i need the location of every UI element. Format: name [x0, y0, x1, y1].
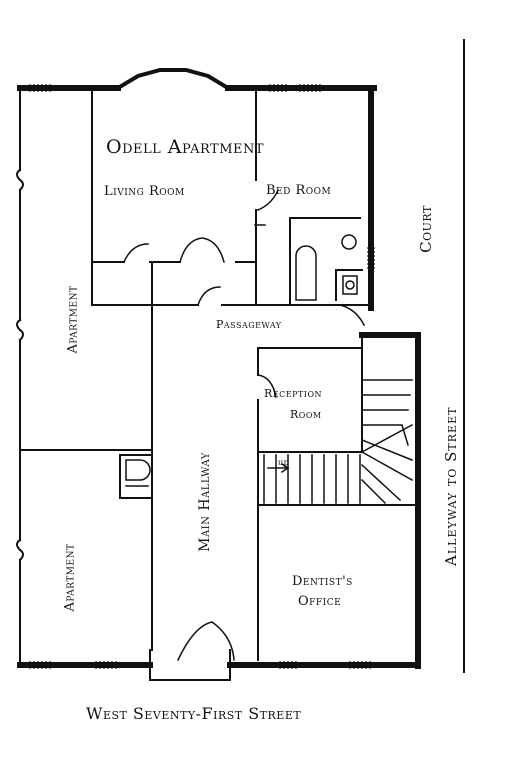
apartment-upper-label: Apartment [65, 285, 81, 354]
reception-room-label-2: Room [290, 408, 322, 421]
closet-fixture [125, 459, 151, 487]
windows [29, 84, 375, 669]
living-room-label: Living Room [104, 184, 185, 199]
interior-walls [19, 87, 419, 681]
dentists-office-label-1: Dentist's [292, 574, 353, 589]
outer-walls [17, 68, 421, 669]
main-hallway-label: Main Hallway [197, 452, 213, 552]
odell-apartment-label: Odell Apartment [106, 136, 265, 158]
reception-room-label-1: Reception [264, 387, 323, 400]
passageway-label: Passageway [216, 318, 282, 331]
alleyway-label: Alleyway to Street [442, 406, 460, 566]
dentists-office-label-2: Office [298, 594, 342, 609]
apartment-lower-label: Apartment [62, 543, 78, 612]
left-wall [16, 87, 24, 666]
bath-fixtures [295, 234, 358, 301]
up-label: up [278, 458, 290, 467]
street-label: West Seventy-First Street [86, 704, 302, 723]
court-label: Court [417, 205, 435, 253]
bed-room-label: Bed Room [266, 183, 332, 198]
staircase [263, 379, 414, 505]
doors [123, 189, 366, 661]
